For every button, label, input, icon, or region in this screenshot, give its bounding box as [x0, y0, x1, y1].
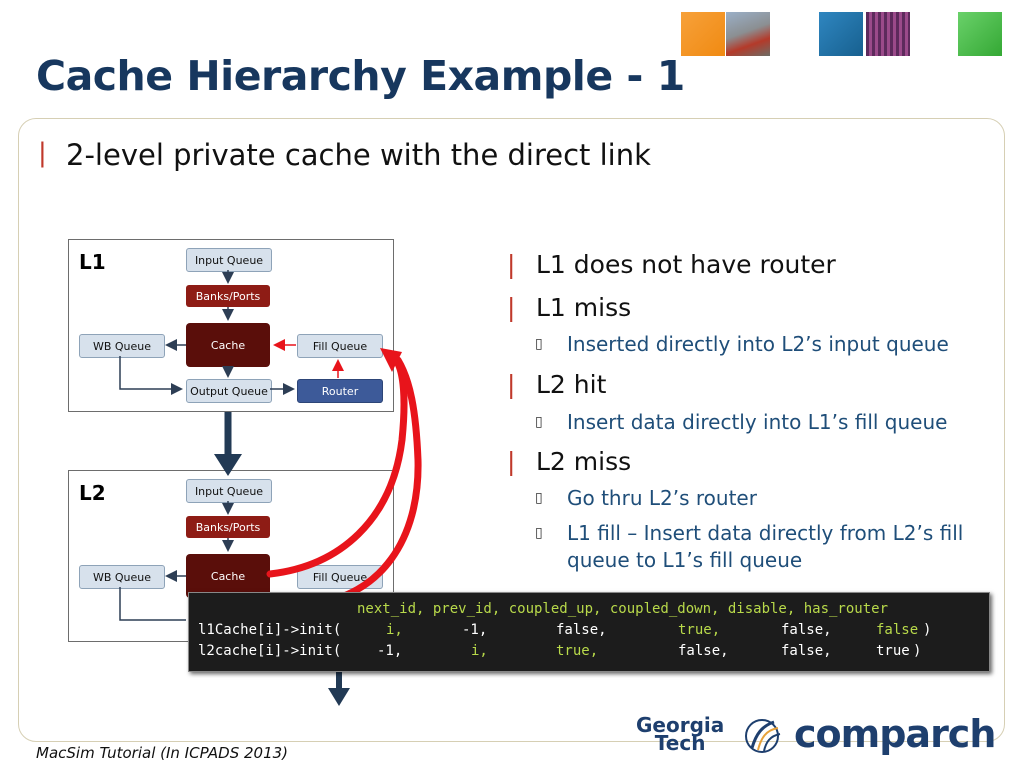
note-4-sub-2-cont: queue to L1’s fill queue — [567, 548, 803, 572]
sub-bullet: ▯ — [535, 490, 543, 506]
l2-banks-ports: Banks/Ports — [186, 516, 270, 538]
code-row2-suffix: ) — [913, 643, 922, 659]
bullet-bar: | — [507, 293, 516, 322]
decor-square-green — [958, 12, 1002, 56]
direct-link-red-arrows — [266, 356, 422, 608]
page-title: Cache Hierarchy Example - 1 — [36, 52, 685, 100]
sub-bullet: ▯ — [535, 414, 543, 430]
note-4-sub-2: L1 fill – Insert data directly from L2’s… — [567, 521, 964, 545]
l1-banks-ports: Banks/Ports — [186, 285, 270, 307]
code-row1-v2: -1, — [462, 622, 488, 638]
l1-router-to-fill-arrow — [273, 339, 344, 378]
code-box: next_id, prev_id, coupled_up, coupled_do… — [188, 592, 990, 672]
note-4-sub-1: Go thru L2’s router — [567, 486, 757, 510]
code-row1-prefix: l1Cache[i]->init( — [198, 622, 342, 638]
l2-cache: Cache — [186, 554, 270, 598]
code-header: next_id, prev_id, coupled_up, coupled_do… — [357, 601, 889, 617]
code-row2-v5: false, — [781, 643, 832, 659]
decor-photo-chip — [866, 12, 910, 56]
l2-input-queue: Input Queue — [186, 479, 272, 503]
decor-photo-campus — [726, 12, 770, 56]
gt-logo-line1: Georgia — [636, 713, 725, 737]
code-row1-v1: i, — [386, 622, 403, 638]
l1-fill-queue: Fill Queue — [297, 334, 383, 358]
comparch-swirl-icon — [745, 719, 781, 753]
bullet-bar: | — [507, 447, 516, 476]
l1-wb-queue: WB Queue — [79, 334, 165, 358]
sub-bullet: ▯ — [535, 336, 543, 352]
l1-router: Router — [297, 379, 383, 403]
code-row1-v5: false, — [781, 622, 832, 638]
bullet-bar: | — [507, 370, 516, 399]
direct-link-arrowhead — [380, 348, 402, 372]
note-3: L2 hit — [536, 370, 607, 399]
l1-label: L1 — [79, 250, 106, 274]
l1-input-queue: Input Queue — [186, 248, 272, 272]
sub-bullet: ▯ — [535, 525, 543, 541]
note-4: L2 miss — [536, 447, 632, 476]
l1-to-l2-arrow — [214, 412, 242, 476]
note-2-sub-1: Inserted directly into L2’s input queue — [567, 332, 949, 356]
code-row2-v2: i, — [471, 643, 488, 659]
decor-square-orange — [681, 12, 725, 56]
subtitle: 2-level private cache with the direct li… — [66, 138, 651, 172]
l2-wb-queue: WB Queue — [79, 565, 165, 589]
l2-connectors — [119, 501, 234, 621]
bullet-bar: | — [38, 138, 47, 168]
code-row2-prefix: l2cache[i]->init( — [198, 643, 342, 659]
comparch-logo: comparch — [794, 712, 996, 756]
note-2: L1 miss — [536, 293, 632, 322]
l1-cache: Cache — [186, 323, 270, 367]
l2-down-arrow — [328, 670, 350, 706]
code-row1-v4: true, — [678, 622, 721, 638]
code-row2-v4: false, — [678, 643, 729, 659]
l2-label: L2 — [79, 481, 106, 505]
note-3-sub-1: Insert data directly into L1’s fill queu… — [567, 410, 948, 434]
code-row2-v3: true, — [556, 643, 599, 659]
code-row1-v6: false — [876, 622, 919, 638]
l1-connectors — [119, 270, 295, 395]
code-row2-v6: true — [876, 643, 910, 659]
georgia-tech-logo: Georgia Tech — [636, 713, 725, 755]
code-row1-suffix: ) — [923, 622, 932, 638]
decor-square-blue — [819, 12, 863, 56]
gt-logo-line2: Tech — [654, 731, 706, 755]
bullet-bar: | — [507, 250, 516, 279]
footer-text: MacSim Tutorial (In ICPADS 2013) — [36, 744, 289, 762]
content-frame — [18, 118, 1005, 742]
code-row1-v3: false, — [556, 622, 607, 638]
l1-output-queue: Output Queue — [186, 379, 272, 403]
note-1: L1 does not have router — [536, 250, 836, 279]
l1-box: L1 Input Queue Banks/Ports Cache WB Queu… — [68, 239, 394, 412]
code-row2-v1: -1, — [377, 643, 403, 659]
